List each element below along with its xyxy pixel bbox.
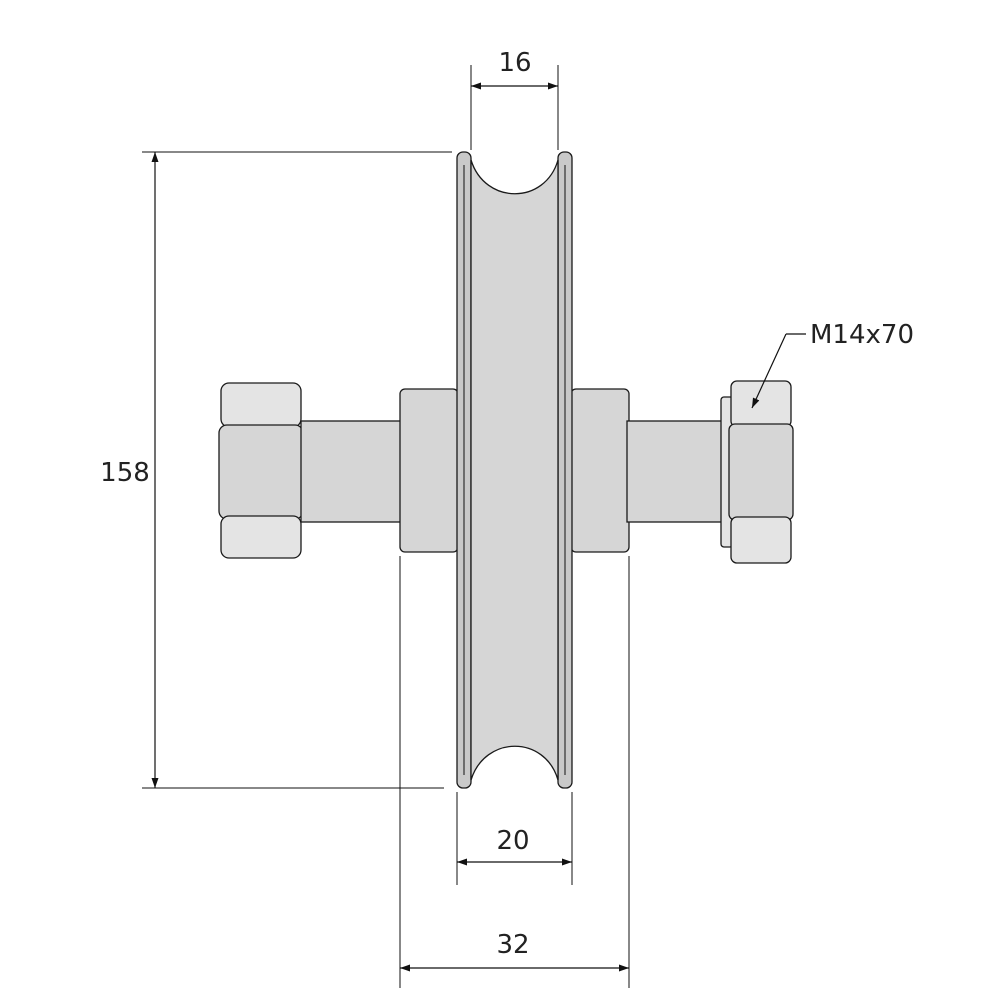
hub-spacer-left: [399, 388, 459, 553]
dimension-hub-width: 32: [399, 556, 630, 988]
dimension-groove-width: 16: [470, 48, 559, 150]
nut-right: [720, 380, 794, 564]
groove-width-label: 16: [498, 48, 531, 78]
dimension-wheel-width: 20: [456, 792, 573, 885]
hub-width-label: 32: [496, 930, 529, 960]
bolt-shaft-right: [626, 420, 728, 523]
bolt-shaft-left: [300, 420, 402, 523]
dimension-overall-diameter: 158: [100, 151, 452, 789]
wheel-width-label: 20: [496, 826, 529, 856]
bolt-spec-label: M14x70: [810, 320, 914, 350]
bolt-head-left: [218, 382, 304, 559]
hub-spacer-right: [570, 388, 630, 553]
overall-diameter-label: 158: [100, 458, 150, 488]
pulley-wheel: [456, 151, 573, 789]
callout-bolt-spec: M14x70: [751, 320, 914, 409]
